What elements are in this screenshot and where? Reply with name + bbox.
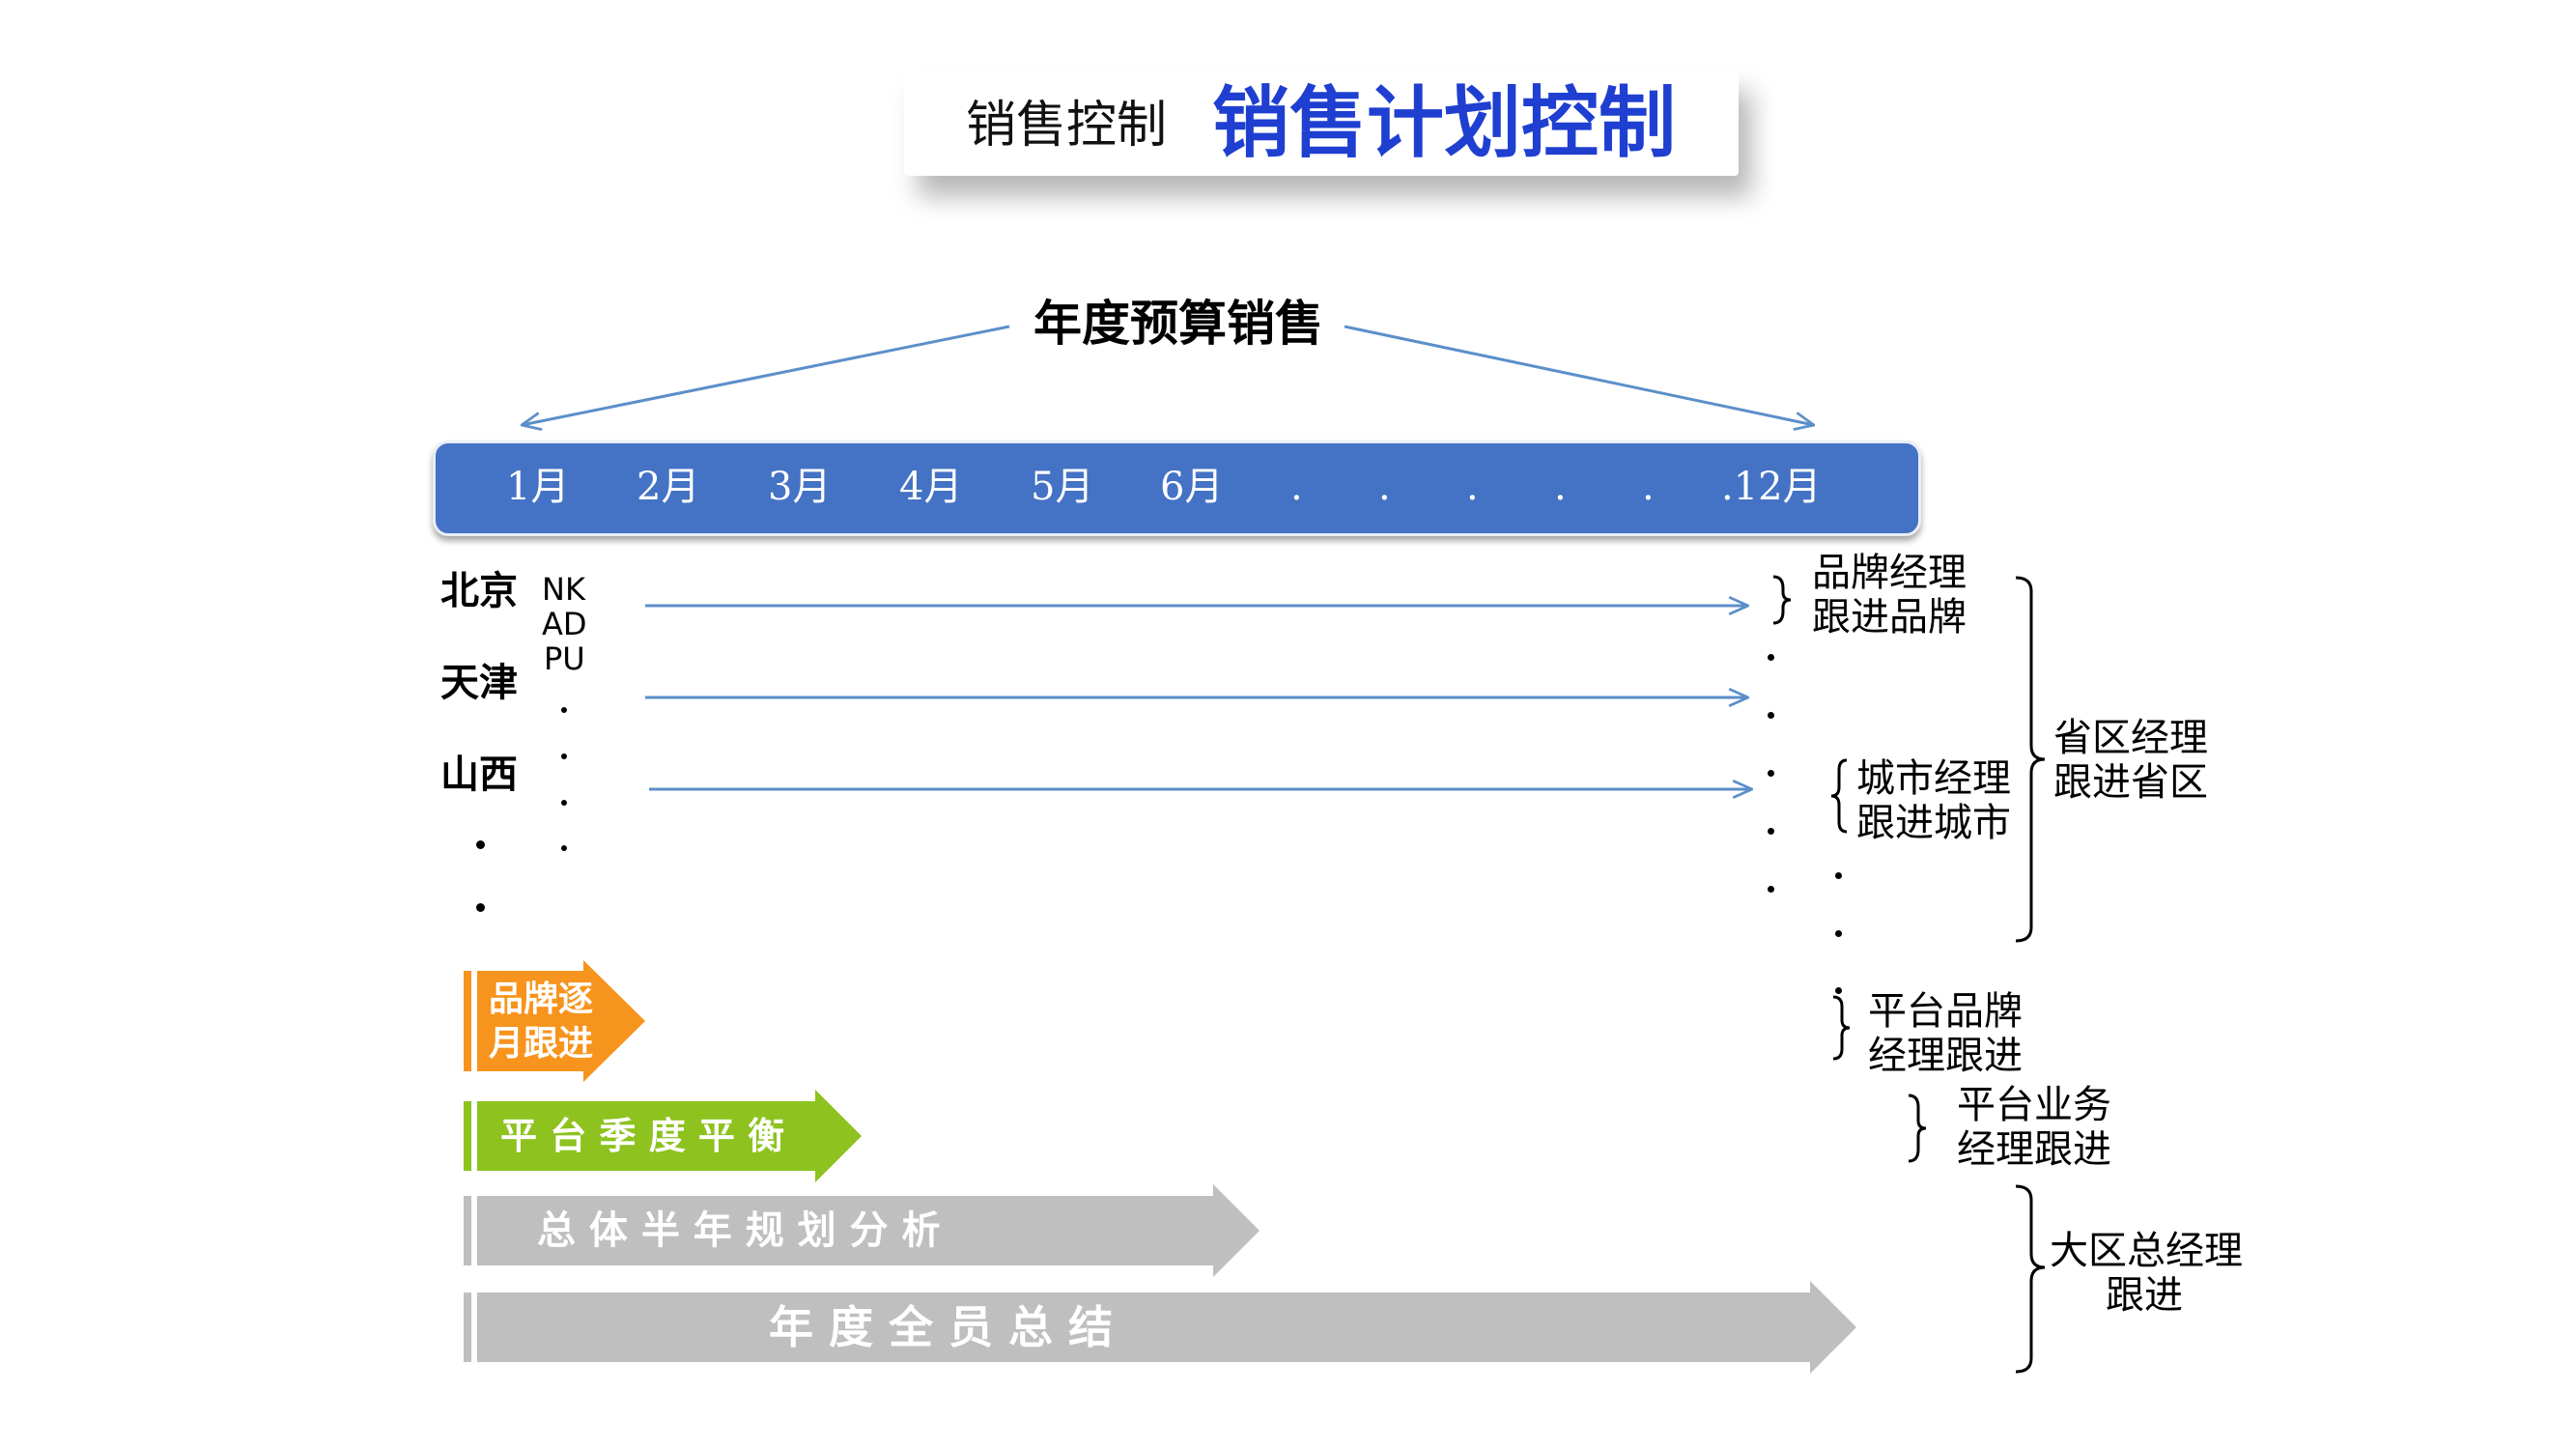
list-dot <box>1768 886 1774 893</box>
note-platform-business-line1: 平台业务 <box>1957 1083 2111 1127</box>
month-label: 4月 <box>899 465 963 509</box>
phase-brand-monthly-line2: 月跟进 <box>489 1024 594 1064</box>
phase-brand-monthly-line1: 品牌逐 <box>489 980 594 1019</box>
note-brand-manager-line2: 跟进品牌 <box>1812 595 1967 639</box>
month-ellipsis: . <box>1642 465 1655 509</box>
city-beijing: 北京 <box>440 569 518 613</box>
month-ellipsis: . <box>1290 465 1303 509</box>
city-more-dot <box>476 903 485 912</box>
note-regional-general-line2: 跟进 <box>2106 1273 2183 1318</box>
month-label: 5月 <box>1031 465 1094 509</box>
note-city-manager-line1: 城市经理 <box>1856 756 2011 801</box>
brand-ad: AD <box>542 606 587 642</box>
list-dot <box>1835 987 1842 994</box>
phase-halfyear-arrow <box>477 1184 1260 1277</box>
month-label: 6月 <box>1160 465 1224 509</box>
phase-green-stripe <box>464 1101 471 1171</box>
brand-pu: PU <box>544 640 585 677</box>
budget-arrow-right <box>1344 325 1814 425</box>
note-city-manager-line2: 跟进城市 <box>1856 801 2011 845</box>
phase-annual-stripe <box>464 1293 471 1362</box>
note-brand-manager-line1: 品牌经理 <box>1812 551 1967 595</box>
note-platform-brand-line2: 经理跟进 <box>1868 1034 2023 1078</box>
list-dot <box>1835 930 1842 937</box>
note-platform-brand-line1: 平台品牌 <box>1868 989 2023 1034</box>
brand-more-dot <box>561 707 567 713</box>
note-platform-business-line2: 经理跟进 <box>1957 1127 2111 1172</box>
list-dot <box>1768 654 1774 661</box>
page-title: 销售计划控制 <box>1212 78 1676 168</box>
phase-platform-quarterly: 平 台 季 度 平 衡 <box>500 1115 785 1157</box>
brand-nk: NK <box>542 571 585 608</box>
note-province-manager-line2: 跟进省区 <box>2053 760 2208 805</box>
phase-halfyear-stripe <box>464 1196 471 1265</box>
list-dot <box>1768 828 1774 835</box>
brace-province-manager <box>2015 576 2046 943</box>
city-shanxi: 山西 <box>440 753 518 797</box>
brace-city-manager <box>1830 758 1848 834</box>
brace-platform-brand <box>1832 995 1851 1061</box>
month-label: 1月 <box>506 465 570 509</box>
note-regional-general-line1: 大区总经理 <box>2050 1229 2243 1273</box>
phase-annual: 年 度 全 员 总 结 <box>769 1301 1114 1353</box>
phase-orange-arrow <box>477 960 645 1082</box>
month-ellipsis: . <box>1554 465 1567 509</box>
city-more-dot <box>476 840 485 849</box>
month-bar <box>433 440 1921 536</box>
phase-orange-stripe <box>464 971 471 1071</box>
list-dot <box>1768 770 1774 777</box>
brace-regional-general <box>2015 1184 2046 1374</box>
budget-label: 年度预算销售 <box>1033 296 1323 352</box>
title-card <box>904 70 1739 176</box>
month-label: .12月 <box>1721 465 1822 509</box>
month-label: 3月 <box>768 465 832 509</box>
list-dot <box>1835 872 1842 879</box>
list-dot <box>1768 712 1774 719</box>
note-province-manager-line1: 省区经理 <box>2053 716 2208 760</box>
month-ellipsis: . <box>1466 465 1479 509</box>
phase-half-year: 总 体 半 年 规 划 分 析 <box>537 1208 941 1253</box>
phase-green-arrow <box>477 1090 862 1182</box>
page-subtitle: 销售控制 <box>966 97 1168 155</box>
brand-more-dot <box>561 800 567 806</box>
phase-annual-arrow <box>477 1281 1856 1374</box>
month-label: 2月 <box>637 465 700 509</box>
brand-more-dot <box>561 753 567 759</box>
month-ellipsis: . <box>1378 465 1391 509</box>
brand-more-dot <box>561 845 567 851</box>
brace-brand-manager <box>1772 575 1792 625</box>
brace-platform-business <box>1908 1094 1927 1163</box>
budget-arrow-left <box>522 325 1010 425</box>
city-tianjin: 天津 <box>440 661 518 705</box>
